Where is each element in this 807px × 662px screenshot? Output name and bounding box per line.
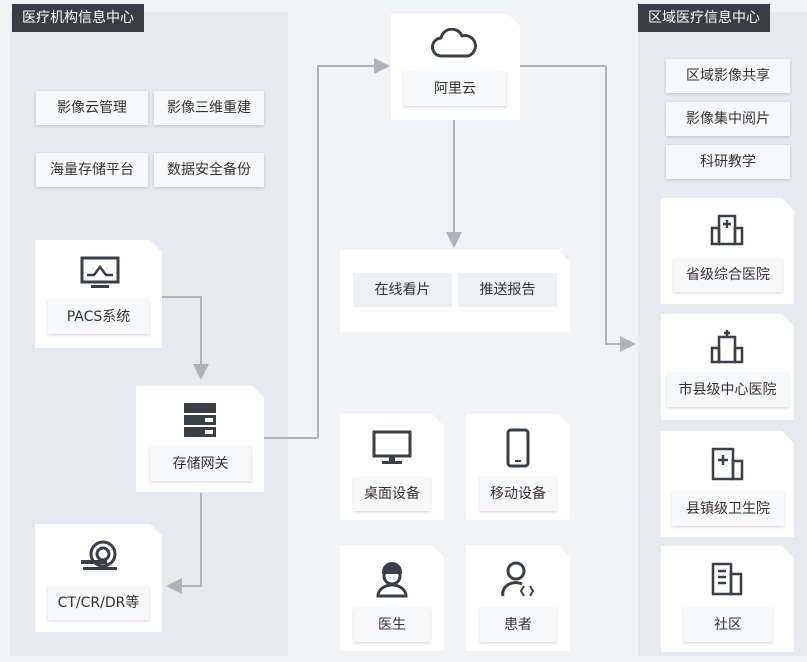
imaging-cloud-management-button[interactable]: 影像云管理	[36, 91, 148, 125]
regional-image-sharing-button[interactable]: 区域影像共享	[666, 59, 790, 93]
provincial-hospital-button[interactable]: 省级综合医院	[674, 258, 782, 292]
3d-reconstruction-button[interactable]: 影像三维重建	[154, 91, 264, 125]
mobile-phone-icon	[506, 428, 530, 468]
storage-gateway-button[interactable]: 存储网关	[150, 447, 251, 481]
server-icon	[184, 403, 216, 437]
research-teaching-button[interactable]: 科研教学	[666, 145, 790, 179]
ct-scanner-icon	[81, 540, 117, 570]
community-button[interactable]: 社区	[684, 608, 772, 642]
aliyun-button[interactable]: 阿里云	[404, 72, 506, 106]
tall-hospital-icon	[710, 330, 744, 364]
patient-icon	[501, 561, 535, 597]
city-hospital-button[interactable]: 市县级中心医院	[667, 373, 788, 407]
mass-storage-button[interactable]: 海量存储平台	[36, 153, 148, 187]
online-viewing-button[interactable]: 在线看片	[353, 273, 452, 307]
push-report-button[interactable]: 推送报告	[458, 273, 557, 307]
centralized-reading-button[interactable]: 影像集中阅片	[666, 102, 790, 136]
ct-cr-dr-button[interactable]: CT/CR/DR等	[48, 586, 149, 620]
pacs-to-gateway-line	[162, 296, 209, 380]
doctor-icon	[376, 562, 408, 598]
gateway-to-cloud-line	[264, 58, 390, 439]
mobile-device-button[interactable]: 移动设备	[480, 477, 556, 511]
cloud-icon	[431, 28, 477, 58]
left-panel-title: 医疗机构信息中心	[12, 4, 144, 32]
hospital-building-icon	[710, 214, 744, 246]
town-clinic-button[interactable]: 县镇级卫生院	[672, 492, 784, 526]
desktop-monitor-icon	[372, 430, 412, 464]
doctor-button[interactable]: 医生	[354, 608, 430, 642]
clinic-icon	[711, 447, 744, 481]
monitor-wave-icon	[80, 256, 120, 288]
pacs-button[interactable]: PACS系统	[48, 300, 149, 334]
right-panel-title: 区域医疗信息中心	[638, 4, 770, 32]
desktop-device-button[interactable]: 桌面设备	[354, 477, 430, 511]
data-backup-button[interactable]: 数据安全备份	[154, 153, 264, 187]
gateway-to-modalities-line	[166, 493, 202, 594]
community-building-icon	[711, 562, 743, 596]
patient-button[interactable]: 患者	[480, 608, 556, 642]
cloud-to-region-line	[520, 65, 636, 352]
